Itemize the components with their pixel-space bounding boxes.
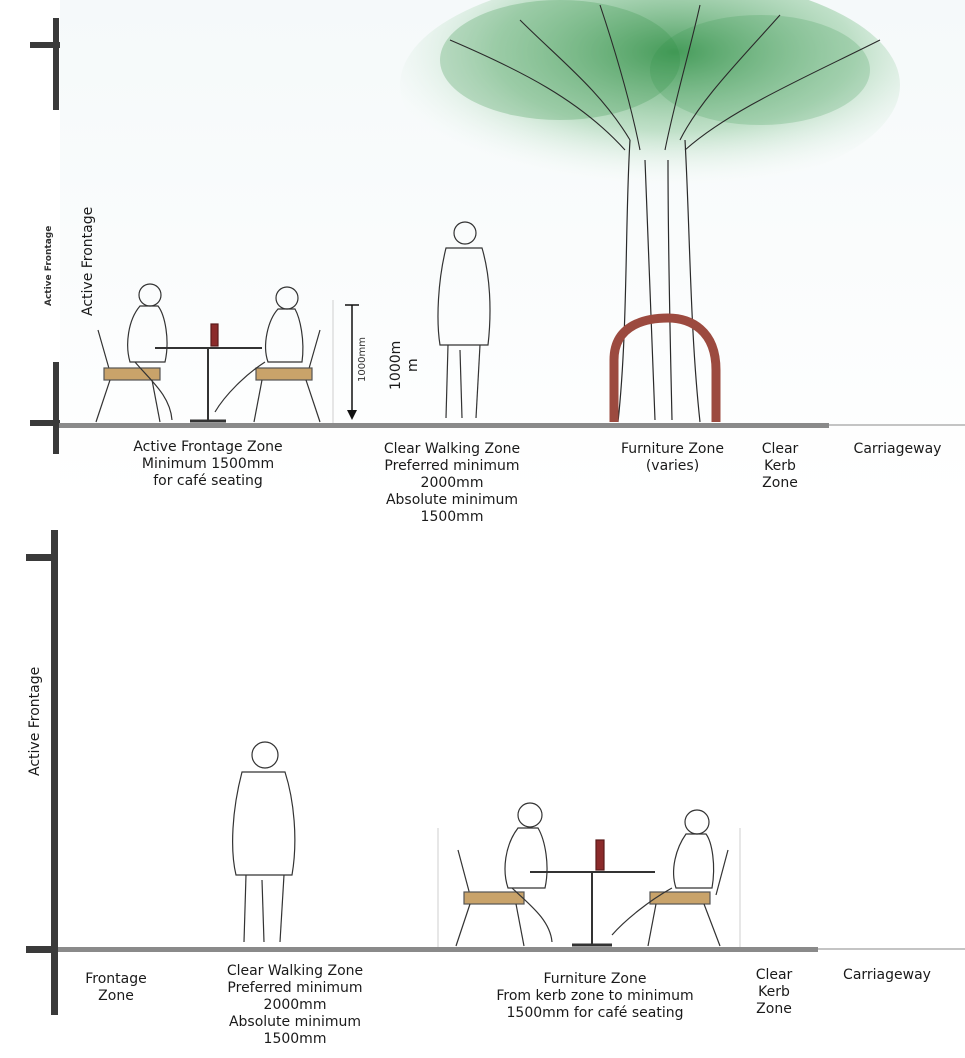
bike-stand bbox=[609, 313, 721, 422]
top-clear-kerb-zone-label: Clear Kerb Zone bbox=[760, 441, 800, 492]
pedestrian-top bbox=[437, 221, 491, 419]
height-dimension bbox=[345, 304, 359, 420]
bottom-side-label: Active Frontage bbox=[27, 666, 43, 776]
zone-text: 2000mm bbox=[263, 997, 327, 1013]
building-wall-bottom bbox=[26, 530, 58, 1015]
ground-line-bottom bbox=[58, 828, 965, 952]
top-section bbox=[30, 0, 965, 500]
tree-trunk bbox=[617, 139, 701, 423]
top-furniture-zone-label: Furniture Zone (varies) bbox=[600, 441, 745, 475]
zone-text: 1500mm bbox=[263, 1031, 327, 1047]
zone-title: Clear bbox=[755, 967, 793, 983]
zone-text: 2000mm bbox=[420, 475, 484, 491]
zone-title: Frontage bbox=[85, 971, 147, 987]
building-wall-top bbox=[30, 18, 60, 454]
zone-title: Furniture Zone bbox=[621, 441, 724, 457]
bottom-section bbox=[26, 530, 965, 1015]
ground-line-top bbox=[59, 300, 965, 428]
top-side-label: Active Frontage bbox=[80, 206, 96, 316]
tree-canopy bbox=[400, 0, 900, 195]
bottom-frontage-zone-label: Frontage Zone bbox=[70, 971, 162, 1005]
zone-text: (varies) bbox=[645, 458, 700, 474]
bottom-clear-kerb-zone-label: Clear Kerb Zone bbox=[750, 967, 798, 1018]
zone-text: Minimum 1500mm bbox=[141, 456, 275, 472]
cafe-seating-top bbox=[95, 283, 321, 423]
height-tag: 1000mm bbox=[357, 337, 368, 382]
zone-title: Clear Walking Zone bbox=[226, 963, 364, 979]
height-label-line2: m bbox=[405, 358, 421, 372]
zone-text: Zone bbox=[756, 1001, 792, 1017]
zone-text: Zone bbox=[762, 475, 798, 491]
bottom-carriageway-label: Carriageway bbox=[843, 967, 931, 983]
pedestrian-bottom bbox=[232, 741, 296, 943]
bottom-clear-walking-zone-label: Clear Walking Zone Preferred minimum 200… bbox=[200, 963, 390, 1048]
zone-title: Clear Walking Zone bbox=[383, 441, 521, 457]
zone-text: for café seating bbox=[153, 473, 263, 489]
zone-text: 1500mm bbox=[420, 509, 484, 525]
zone-text: Preferred minimum bbox=[384, 458, 520, 474]
zone-text: Zone bbox=[98, 988, 134, 1004]
top-active-frontage-zone-label: Active Frontage Zone Minimum 1500mm for … bbox=[98, 439, 318, 490]
cafe-seating-bottom bbox=[455, 802, 729, 947]
tree-illustration bbox=[400, 0, 900, 423]
bottom-furniture-zone-label: Furniture Zone From kerb zone to minimum… bbox=[470, 971, 720, 1022]
top-carriageway-label: Carriageway bbox=[853, 441, 942, 457]
height-label-line1: 1000m bbox=[388, 340, 404, 390]
tree-canopy-left bbox=[440, 0, 680, 120]
zone-text: From kerb zone to minimum bbox=[496, 988, 694, 1004]
tree-canopy-right bbox=[650, 15, 870, 125]
zone-text: Preferred minimum bbox=[227, 980, 363, 996]
zone-title: Active Frontage Zone bbox=[133, 439, 283, 455]
zone-text: Kerb bbox=[758, 984, 790, 1000]
zone-text: 1500mm for café seating bbox=[506, 1005, 684, 1021]
zone-title: Furniture Zone bbox=[543, 971, 647, 987]
zone-text: Absolute minimum bbox=[385, 492, 519, 508]
zone-text: Absolute minimum bbox=[228, 1014, 362, 1030]
top-side-label-small: Active Frontage bbox=[44, 225, 54, 306]
zone-text: Kerb bbox=[764, 458, 796, 474]
top-clear-walking-zone-label: Clear Walking Zone Preferred minimum 200… bbox=[362, 441, 542, 526]
zone-title: Clear bbox=[761, 441, 799, 457]
